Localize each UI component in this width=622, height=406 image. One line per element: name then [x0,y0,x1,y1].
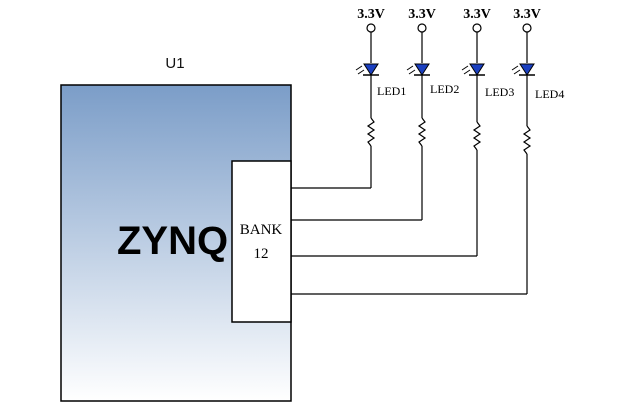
led3-supply-label: 3.3V [463,7,491,22]
led1-branch [291,23,376,189]
led3-branch [291,23,482,257]
led3-label: LED3 [485,85,514,99]
led4-diode-icon [511,63,535,76]
chip-name: ZYNQ [117,219,228,263]
bank-label-line1: BANK [240,222,283,238]
led2-supply-label: 3.3V [408,7,436,22]
led1-label: LED1 [377,84,406,98]
led2-label: LED2 [430,82,459,96]
led3-diode-icon [461,63,485,76]
led1-supply-label: 3.3V [357,7,385,22]
led4-supply-label: 3.3V [513,7,541,22]
led4-branch [291,23,532,295]
bank-12-block [231,160,292,323]
chip-ref-label: U1 [165,55,184,72]
led1-diode-icon [355,63,379,76]
led2-diode-icon [406,63,430,76]
led2-branch [291,23,427,221]
bank-label-line2: 12 [254,246,269,262]
led4-label: LED4 [535,87,564,101]
